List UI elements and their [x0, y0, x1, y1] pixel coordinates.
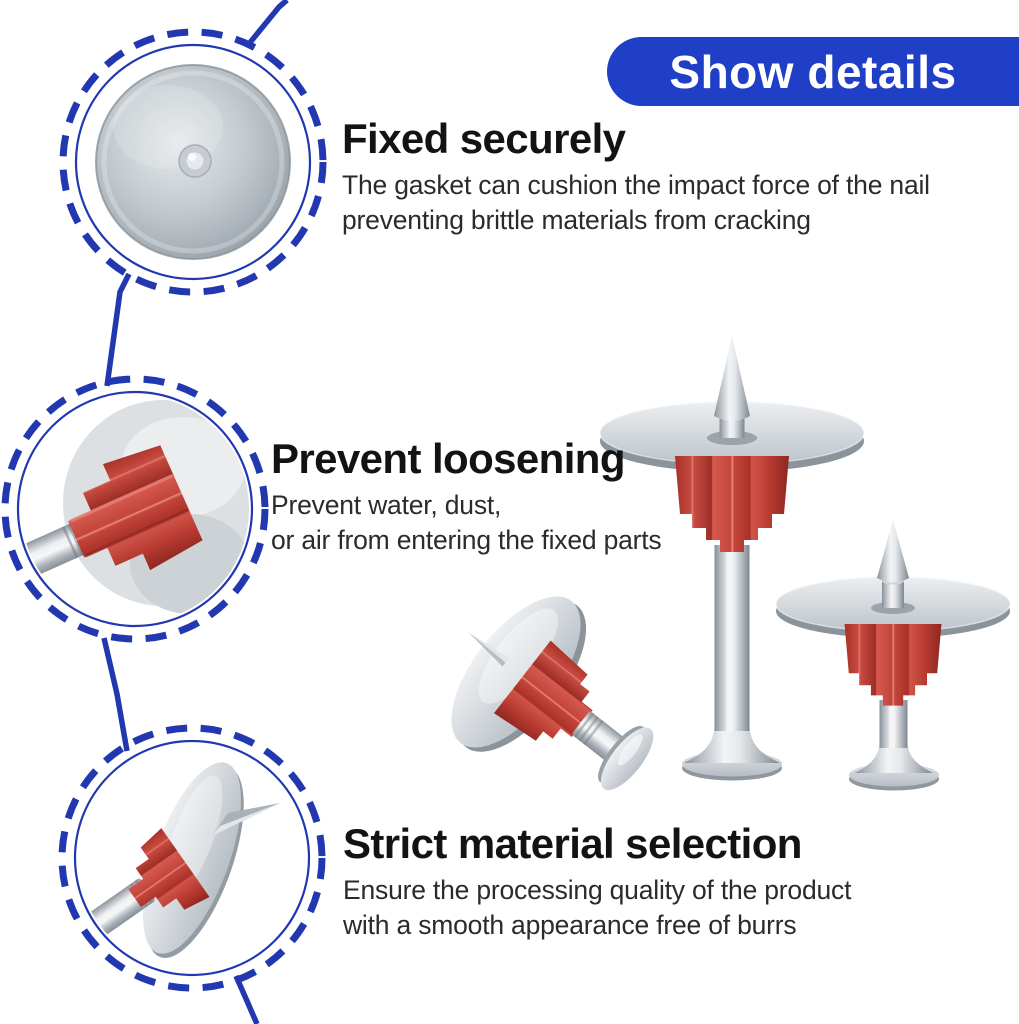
show-details-label: Show details — [669, 45, 957, 98]
nail-tilted — [451, 596, 654, 791]
nail-short — [775, 520, 1011, 791]
section-body-line: Ensure the processing quality of the pro… — [343, 875, 852, 906]
section-body-line: The gasket can cushion the impact force … — [342, 170, 930, 201]
section-body: Prevent water, dust, or air from enterin… — [271, 488, 662, 558]
callout-inner-ring — [74, 43, 312, 281]
callout-inner-ring — [16, 390, 254, 628]
connector-line-bottom — [233, 974, 260, 1024]
section-body: The gasket can cushion the impact force … — [342, 168, 930, 238]
product-photo — [451, 336, 1011, 791]
callout-inner-ring — [73, 739, 311, 977]
section-body-line: Prevent water, dust, — [271, 490, 502, 521]
gasket-top-view-photo — [79, 48, 307, 276]
connector-lines — [101, 0, 289, 1024]
connector-line-2-3 — [101, 637, 130, 752]
section-title: Strict material selection — [343, 820, 802, 867]
callout-dashed-ring — [1, 375, 269, 643]
connector-line-top — [245, 0, 289, 47]
connector-line-1-2 — [104, 272, 132, 387]
section-title: Fixed securely — [342, 115, 626, 162]
section-body: Ensure the processing quality of the pro… — [343, 873, 851, 943]
section-body-line: preventing brittle materials from cracki… — [342, 205, 811, 236]
callout-red-collar-closeup — [1, 375, 269, 643]
section-fixed-securely: Fixed securely The gasket can cushion th… — [342, 116, 930, 238]
callout-nail-side-view — [58, 724, 326, 992]
callout-gasket-top-view — [59, 28, 327, 296]
section-title: Prevent loosening — [271, 435, 625, 482]
section-strict-material-selection: Strict material selection Ensure the pro… — [343, 821, 851, 943]
section-body-line: or air from entering the fixed parts — [271, 525, 662, 556]
callout-dashed-ring — [59, 28, 327, 296]
callout-dashed-ring — [58, 724, 326, 992]
show-details-banner[interactable]: Show details — [607, 37, 1019, 106]
nail-tall — [599, 336, 865, 781]
section-body-line: with a smooth appearance free of burrs — [343, 910, 797, 941]
section-prevent-loosening: Prevent loosening Prevent water, dust, o… — [271, 435, 662, 558]
